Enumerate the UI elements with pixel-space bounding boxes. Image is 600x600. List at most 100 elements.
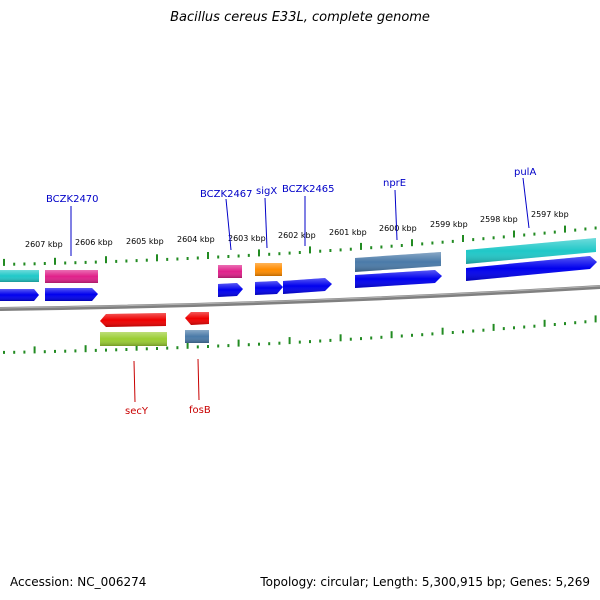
scale-tick-minor xyxy=(13,350,16,354)
reverse-gene-labels: secY fosB xyxy=(125,358,211,417)
forward-gene-labels: BCZK2470 BCZK2467 sigX BCZK2465 nprE pul… xyxy=(46,167,536,256)
scale-tick-minor xyxy=(64,349,67,353)
scale-tick-major xyxy=(3,258,5,266)
label-leader xyxy=(394,189,398,241)
scale-tick-minor xyxy=(94,260,97,264)
scale-tick-minor xyxy=(166,257,169,261)
scale-tick-minor xyxy=(360,337,362,341)
scale-tick-minor xyxy=(523,325,526,329)
scale-tick-minor xyxy=(278,341,281,345)
scale-tick-minor xyxy=(431,241,434,245)
tick-label: 2604 kbp xyxy=(177,235,215,244)
scale-tick-major xyxy=(156,254,158,262)
map-title: Bacillus cereus E33L, complete genome xyxy=(170,10,430,25)
label-leader xyxy=(197,358,200,401)
scale-tick-minor xyxy=(502,235,505,239)
label-leader xyxy=(225,198,232,251)
scale-tick-minor xyxy=(3,350,5,354)
scale-tick-minor xyxy=(574,228,577,232)
tick-label: 2600 kbp xyxy=(379,224,417,233)
scale-tick-minor xyxy=(288,251,291,255)
tick-label: 2603 kbp xyxy=(228,234,266,243)
scale-tick-minor xyxy=(441,240,444,244)
scale-tick-minor xyxy=(217,255,220,259)
scale-tick-major xyxy=(411,239,413,247)
scale-tick-minor xyxy=(237,254,240,258)
scale-tick-minor xyxy=(319,249,322,253)
scale-tick-minor xyxy=(268,342,271,346)
scale-tick-minor xyxy=(115,348,118,352)
scale-tick-minor xyxy=(145,347,148,351)
scale-tick-minor xyxy=(125,348,128,351)
scale-tick-minor xyxy=(196,345,199,349)
label-leader xyxy=(133,360,136,403)
scale-tick-minor xyxy=(349,247,352,251)
scale-tick-minor xyxy=(584,320,587,324)
gene-label-pula[interactable]: pulA xyxy=(514,167,536,178)
gene-label-sigx[interactable]: sigX xyxy=(256,186,277,197)
scale-tick-minor xyxy=(533,324,536,328)
scale-tick-major xyxy=(339,334,342,342)
scale-ticks-lower xyxy=(3,315,597,354)
scale-tick-minor xyxy=(431,332,434,336)
scale-tick-minor xyxy=(543,231,546,235)
gene-label-secy[interactable]: secY xyxy=(125,406,149,417)
scale-tick-major xyxy=(207,252,209,259)
tick-label: 2606 kbp xyxy=(75,238,113,247)
scale-tick-minor xyxy=(421,242,424,246)
scale-tick-major xyxy=(462,235,464,242)
scale-tick-minor xyxy=(196,256,199,260)
scale-tick-major xyxy=(309,246,311,254)
scale-ticks-upper xyxy=(3,225,597,266)
scale-tick-minor xyxy=(74,261,77,265)
scale-tick-minor xyxy=(492,236,495,240)
scale-labels: 2607 kbp 2606 kbp 2605 kbp 2604 kbp 2603… xyxy=(25,210,569,249)
scale-tick-minor xyxy=(523,233,526,237)
label-leader xyxy=(264,197,268,249)
reverse-cog-track xyxy=(100,330,209,346)
scale-tick-minor xyxy=(54,349,56,353)
scale-tick-major xyxy=(594,315,597,323)
scale-tick-major xyxy=(492,323,495,331)
tick-label: 2607 kbp xyxy=(25,240,63,249)
gene-label-bczk2465[interactable]: BCZK2465 xyxy=(282,184,335,195)
scale-tick-minor xyxy=(553,323,556,326)
scale-tick-minor xyxy=(594,226,597,230)
scale-tick-major xyxy=(360,242,362,250)
scale-tick-minor xyxy=(268,252,271,256)
scale-tick-minor xyxy=(13,262,16,266)
scale-tick-minor xyxy=(135,259,138,263)
scale-tick-minor xyxy=(421,333,424,337)
gene-label-npre[interactable]: nprE xyxy=(383,178,406,189)
tick-label: 2597 kbp xyxy=(531,210,569,219)
scale-tick-minor xyxy=(115,259,118,263)
scale-tick-minor xyxy=(227,255,230,258)
scale-tick-minor xyxy=(339,248,342,252)
backbone-highlight xyxy=(0,285,600,309)
scale-tick-minor xyxy=(502,327,505,331)
scale-tick-minor xyxy=(574,321,577,325)
scale-tick-minor xyxy=(462,330,464,334)
tick-label: 2605 kbp xyxy=(126,237,164,246)
scale-tick-minor xyxy=(145,258,148,262)
gene-label-bczk2467[interactable]: BCZK2467 xyxy=(200,189,253,200)
scale-tick-minor xyxy=(156,347,158,350)
scale-tick-minor xyxy=(33,262,36,266)
scale-tick-minor xyxy=(329,249,332,252)
gene-label-fosb[interactable]: fosB xyxy=(189,405,211,416)
scale-tick-minor xyxy=(533,232,536,236)
scale-tick-minor xyxy=(411,333,413,337)
scale-tick-minor xyxy=(105,348,107,352)
scale-tick-minor xyxy=(564,322,566,326)
scale-tick-minor xyxy=(64,261,67,265)
scale-tick-minor xyxy=(247,343,250,347)
scale-tick-minor xyxy=(451,331,454,334)
scale-tick-minor xyxy=(370,246,373,250)
scale-tick-major xyxy=(390,331,393,339)
scale-tick-minor xyxy=(298,340,301,344)
scale-tick-major xyxy=(258,249,260,257)
gene-label-bczk2470[interactable]: BCZK2470 xyxy=(46,194,99,205)
scale-tick-minor xyxy=(553,230,556,234)
scale-tick-minor xyxy=(84,260,87,264)
